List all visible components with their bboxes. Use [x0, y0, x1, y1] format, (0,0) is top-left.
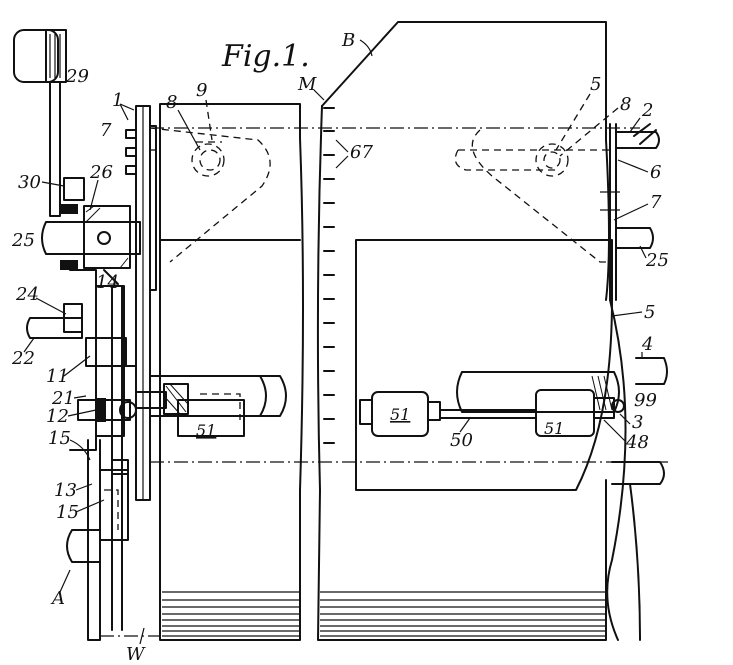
- right-dashed-bracket: [454, 129, 610, 263]
- paper-sheet-right: [316, 21, 610, 641]
- reference-labels: B M 67 1 9 8 7 29 30 26 25 24 14 22 11 2…: [11, 30, 669, 665]
- label-29: 29: [65, 66, 89, 87]
- figure-title: Fig.1.: [221, 39, 310, 74]
- label-5-top: 5: [590, 74, 601, 95]
- label-21: 21: [51, 388, 75, 409]
- lever-mechanism: [26, 269, 137, 631]
- label-5-mid: 5: [644, 302, 655, 323]
- label-1: 1: [112, 90, 123, 111]
- label-25-right: 25: [645, 250, 669, 271]
- label-9: 9: [196, 80, 207, 101]
- label-13: 13: [54, 480, 77, 501]
- label-15-upper: 15: [48, 428, 71, 449]
- label-8-right: 8: [620, 94, 631, 115]
- label-22: 22: [11, 348, 35, 369]
- shaft-a: [66, 529, 101, 563]
- left-side-plate: [125, 105, 157, 501]
- paper-sheet-left: [159, 103, 304, 641]
- right-side-frame: [600, 123, 668, 641]
- label-50: 50: [450, 430, 473, 451]
- label-2: 2: [641, 100, 653, 121]
- label-99: 99: [634, 390, 657, 411]
- label-4: 4: [641, 334, 653, 355]
- label-w: W: [126, 644, 146, 665]
- paper-stack-lines-left: [162, 591, 300, 637]
- paper-stack-lines-right: [320, 591, 606, 637]
- label-7-right: 7: [650, 192, 662, 213]
- roller-label-51-far: 51: [544, 419, 564, 438]
- label-15-lower: 15: [56, 502, 79, 523]
- scale-marks: [323, 107, 335, 444]
- label-a: A: [50, 588, 65, 609]
- label-b: B: [341, 30, 355, 51]
- roller-label-51-right: 51: [390, 405, 410, 424]
- label-3: 3: [632, 412, 643, 433]
- roller-label-51-left: 51: [196, 421, 216, 440]
- label-7-left: 7: [100, 120, 112, 141]
- label-26: 26: [89, 162, 113, 183]
- label-12: 12: [46, 406, 69, 427]
- label-14: 14: [96, 272, 119, 293]
- label-6: 6: [650, 162, 661, 183]
- left-dashed-bracket: [149, 127, 271, 263]
- arm-29: [13, 29, 85, 217]
- label-m: M: [297, 74, 317, 95]
- dashed-reference-lines: [100, 127, 670, 637]
- label-11: 11: [46, 366, 69, 387]
- label-30: 30: [18, 172, 41, 193]
- inner-sheet: [355, 239, 613, 491]
- label-25-left: 25: [11, 230, 35, 251]
- roller-assembly-left: 51: [135, 375, 287, 440]
- roller-assembly-right: 51 51: [359, 371, 625, 438]
- label-67: 67: [350, 142, 373, 163]
- shaft-25-left: [41, 204, 141, 270]
- label-8-left: 8: [166, 92, 177, 113]
- label-24: 24: [15, 284, 39, 305]
- label-48: 48: [625, 432, 649, 453]
